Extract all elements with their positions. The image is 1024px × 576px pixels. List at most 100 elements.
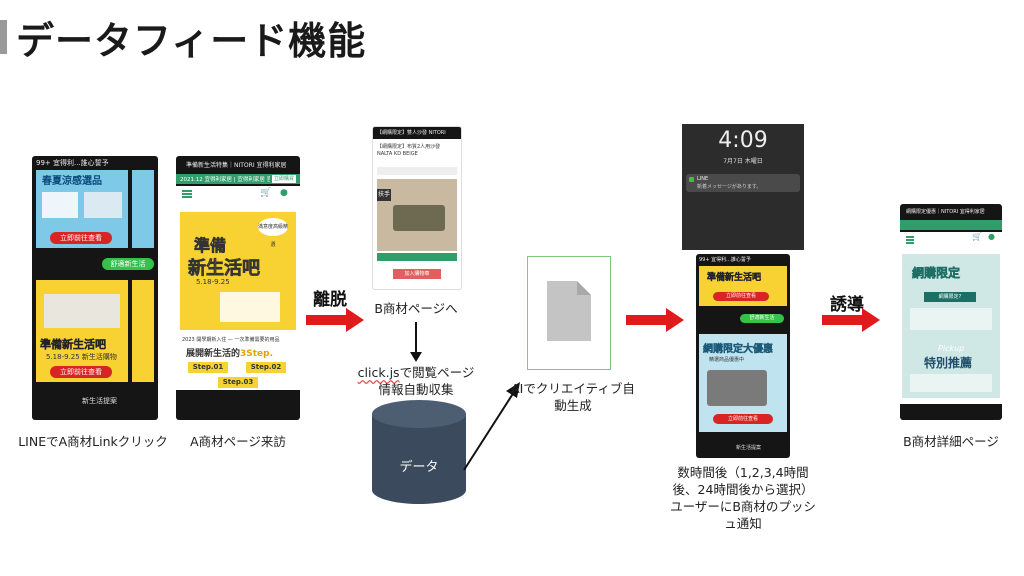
menu-icon[interactable] (906, 236, 914, 238)
caption-clickjs-c: 情報自動収集 (378, 382, 454, 397)
caption-b-page: B商材ページへ (374, 301, 458, 316)
detail-url-bar (900, 220, 1002, 230)
arrow-to-push (626, 308, 684, 332)
a-page-screen: 準備新生活特集｜NITORI 宜得利家居 2021.12 宜得利家居 | 宜得利… (176, 156, 300, 420)
push-cta-2[interactable]: 立即前往查看 (713, 414, 773, 424)
detail-special: 特別推薦 (924, 356, 973, 370)
line-chat-screen: 99+ 宜得利...誰心誓予 春夏涼感選品 立即前往查看 舒適新生活 準備新生活… (32, 156, 158, 420)
push-banner-2a: 網購限定 (703, 344, 743, 355)
a-page-step1[interactable]: Step.01 (188, 362, 228, 373)
arrow-head (862, 308, 880, 332)
detail-headline: 網購限定 (912, 266, 961, 281)
data-cylinder (372, 400, 466, 504)
arrow-head (346, 308, 364, 332)
b-page-cart-button[interactable]: 加入購物車 (393, 269, 441, 279)
arrow-guide (822, 308, 880, 332)
line-chip[interactable]: 舒適新生活 (102, 258, 154, 270)
push-banner-2b: 大優惠 (743, 344, 773, 355)
line-banner-side (132, 170, 154, 248)
data-label: データ (399, 460, 439, 475)
detail-pickup: Pickup (938, 344, 965, 353)
arrow-leave (306, 308, 364, 332)
page-title: データフィード機能 (16, 19, 367, 63)
caption-line-click: LINEでA商材Linkクリック (18, 434, 168, 449)
b-page-info-row (377, 167, 457, 175)
line-banner-mid-text: 準備新生活吧 (40, 338, 106, 351)
line-banner-mid: 準備新生活吧 5.18-9.25 新生活購物 立即前往查看 (36, 280, 128, 382)
lock-screen: 4:09 7月7日 木曜日 LINE 新着メッセージがあります。 (682, 124, 804, 250)
a-page-strip: 2023 開學期新入住 — 一次準備需要的用品 (182, 337, 280, 343)
a-page-step3[interactable]: Step.03 (218, 377, 258, 388)
a-page-date: 5.18-9.25 (196, 278, 230, 286)
lock-notification[interactable]: LINE 新着メッセージがあります。 (686, 174, 800, 192)
arrow-shaft (626, 315, 668, 325)
caption-a-visit: A商材ページ来訪 (190, 434, 286, 449)
lock-time: 4:09 (718, 128, 768, 153)
b-page-color-strip (377, 253, 457, 261)
a-page-step2[interactable]: Step.02 (246, 362, 286, 373)
ai-creative-box (527, 256, 611, 370)
a-page-badge: 滿意度高級精選 (258, 218, 288, 248)
b-page-header: 【網購限定】雙人沙發 NITORI (377, 130, 446, 136)
line-banner-top-text: 春夏涼感選品 (42, 176, 102, 187)
a-page-url: 2021.12 宜得利家居 | 宜得利家居 官方商店 (180, 177, 270, 183)
arrow-down-head (410, 352, 422, 362)
line-cta-button[interactable]: 立即前往查看 (50, 232, 112, 244)
a-page-sub-text: 展開新生活的 (186, 349, 241, 359)
cart-icon[interactable]: 🛒 (972, 232, 982, 241)
a-page-url-bar: 2021.12 宜得利家居 | 宜得利家居 官方商店 立即購買 (176, 174, 300, 184)
a-page-body: 🛒 ● 滿意度高級精選 準備 新生活吧 5.18-9.25 2023 開學期新入… (176, 186, 300, 390)
cylinder-top (372, 400, 466, 428)
caption-detail: B商材詳細ページ (903, 434, 999, 449)
detail-items (910, 374, 992, 392)
cart-icon[interactable]: 🛒 (260, 188, 272, 198)
push-cta-1[interactable]: 立即前往查看 (713, 292, 769, 301)
title-accent-bar (0, 20, 7, 54)
line-cta-button-2[interactable]: 立即前往查看 (50, 366, 112, 378)
caption-clickjs-a: click.js (357, 365, 400, 380)
arrow-shaft (822, 315, 864, 325)
line-chat-header: 99+ 宜得利...誰心誓予 (36, 159, 109, 167)
push-header: 99+ 宜得利...誰心誓予 (699, 257, 751, 263)
a-page-sub: 展開新生活的3Step. (186, 346, 273, 359)
push-banner-2: 網購限定大優惠 精選商品優惠中 立即前往查看 (699, 334, 787, 432)
product-image (220, 292, 280, 322)
document-fold (577, 281, 591, 295)
push-banner-2-sub: 精選商品優惠中 (709, 357, 745, 363)
push-banner-1-text: 準備新生活吧 (707, 273, 762, 283)
lock-date: 7月7日 木曜日 (723, 158, 763, 165)
detail-page-screen: 網購限定優惠｜NITORI 宜得利家居 🛒 ● 網購限定 網購限定? Picku… (900, 204, 1002, 420)
arrow-guide-label: 誘導 (830, 295, 864, 315)
push-chat-screen: 99+ 宜得利...誰心誓予 準備新生活吧 立即前往查看 舒適新生活 網購限定大… (696, 254, 790, 458)
detail-body: 🛒 ● 網購限定 網購限定? Pickup 特別推薦 (900, 232, 1002, 404)
user-icon[interactable]: ● (988, 232, 995, 241)
menu-icon[interactable] (182, 190, 192, 192)
caption-clickjs-b: で閲覧ページ (399, 365, 475, 380)
detail-hero: 網購限定 網購限定? Pickup 特別推薦 (902, 254, 1000, 398)
line-app-icon (689, 177, 694, 182)
lock-app-name: LINE (697, 176, 709, 182)
document-body (547, 281, 591, 341)
push-banner-1: 準備新生活吧 立即前往查看 (699, 266, 787, 306)
a-page-sub-highlight: 3Step. (240, 349, 274, 359)
product-image (44, 294, 120, 328)
arrow-diagonal-shaft (463, 391, 515, 471)
line-banner-sub: 5.18-9.25 新生活購物 (46, 353, 117, 361)
caption-push: 数時間後（1,2,3,4時間後、24時間後から選択）ユーザーにB商材のプッシュ通… (670, 465, 816, 531)
a-page-header: 準備新生活特集｜NITORI 宜得利家居 (186, 162, 287, 169)
product-image (42, 192, 78, 218)
a-page-buy-button[interactable]: 立即購買 (272, 175, 296, 183)
push-chip[interactable]: 舒適新生活 (740, 314, 784, 323)
b-page-product-image: 扶手 (377, 179, 457, 251)
sofa-shape (393, 205, 445, 231)
b-page-topbar: 【網購限定】雙人沙發 NITORI (373, 127, 461, 139)
b-page-name-2: NALTA KD BEIGE (377, 151, 418, 157)
detail-description (910, 308, 992, 330)
caption-clickjs: click.jsで閲覧ページ 情報自動収集 (346, 364, 486, 398)
b-page-screen: 【網購限定】雙人沙發 NITORI 【網購限定】布質2人用沙發 NALTA KD… (372, 126, 462, 290)
arrow-shaft (306, 315, 348, 325)
lock-message: 新着メッセージがあります。 (697, 184, 762, 190)
user-icon[interactable]: ● (280, 188, 288, 198)
caption-ai: AIでクリエイティブ自動生成 (511, 381, 635, 413)
line-banner-top: 春夏涼感選品 立即前往查看 (36, 170, 128, 248)
